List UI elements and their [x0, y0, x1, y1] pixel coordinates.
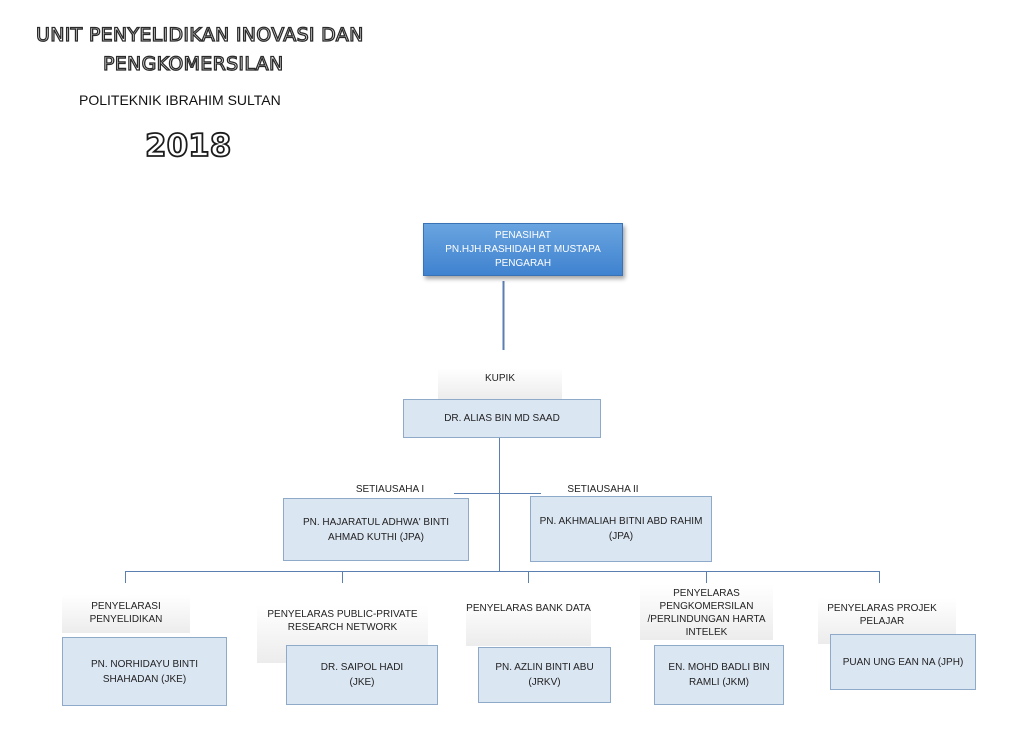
- coordinator-2-name-line1: DR. SAIPOL HADI: [320, 662, 404, 673]
- coordinator-5-name-line1: PUAN UNG EAN NA (JPH): [842, 656, 964, 668]
- head-node: DR. ALIAS BIN MD SAAD: [403, 399, 601, 438]
- coordinator-3-name-line2: (JRKV): [528, 677, 561, 688]
- secretary-1-name: PN. HAJARATUL ADHWA' BINTI AHMAD KUTHI (…: [302, 516, 449, 543]
- coordinator-3-shade: [466, 600, 591, 646]
- title-line-1: UNIT PENYELIDIKAN INOVASI DAN: [35, 23, 364, 46]
- advisor-title: PENGARAH: [494, 257, 552, 269]
- coordinator-1-name-line2: SHAHADAN (JKE): [102, 673, 187, 685]
- title-line-2: PENGKOMERSILAN: [102, 52, 284, 75]
- coordinator-1-shade: [62, 595, 190, 633]
- head-role: KUPIK: [484, 373, 515, 384]
- coordinator-4-name-line1: EN. MOHD BADLI BIN: [668, 662, 770, 673]
- secretary-2-role: SETIAUSAHA II: [567, 484, 639, 495]
- head-label-shade: [438, 368, 562, 400]
- coordinator-2-role: PENYELARAS PUBLIC-PRIVATE RESEARCH NETWO…: [267, 609, 418, 633]
- coordinator-2-name-line2: (JKE): [349, 677, 375, 688]
- coordinator-3-node: PN. AZLIN BINTI ABU (JRKV): [478, 647, 611, 703]
- secretary-1-role: SETIAUSAHA I: [355, 484, 425, 495]
- coordinator-3-role: PENYELARAS BANK DATA: [466, 603, 591, 614]
- secretary-1-node: PN. HAJARATUL ADHWA' BINTI AHMAD KUTHI (…: [283, 498, 469, 561]
- coordinator-1-name-line1: PN. NORHIDAYU BINTI: [90, 658, 199, 670]
- year-label: 2018: [144, 127, 232, 165]
- head-name: DR. ALIAS BIN MD SAAD: [444, 413, 560, 424]
- coordinator-1-node: PN. NORHIDAYU BINTI SHAHADAN (JKE): [62, 637, 227, 706]
- coordinator-4-node: EN. MOHD BADLI BIN RAMLI (JKM): [654, 645, 784, 705]
- coordinator-1-role: PENYELARASI PENYELIDIKAN: [89, 601, 163, 625]
- institution-name: POLITEKNIK IBRAHIM SULTAN: [79, 92, 281, 108]
- secretary-2-node: PN. AKHMALIAH BITNI ABD RAHIM (JPA): [530, 496, 712, 562]
- advisor-node: PENASIHAT PN.HJH.RASHIDAH BT MUSTAPA PEN…: [423, 223, 623, 276]
- coordinator-4-role: PENYELARAS PENGKOMERSILAN /PERLINDUNGAN …: [647, 588, 766, 638]
- coordinator-2-node: DR. SAIPOL HADI (JKE): [286, 645, 438, 705]
- advisor-role: PENASIHAT: [495, 229, 551, 241]
- coordinator-3-name-line1: PN. AZLIN BINTI ABU: [495, 662, 594, 673]
- coordinator-4-shade: [640, 584, 773, 640]
- advisor-name: PN.HJH.RASHIDAH BT MUSTAPA: [445, 243, 601, 255]
- coordinator-4-name-line2: RAMLI (JKM): [688, 677, 749, 688]
- coordinator-5-node: PUAN UNG EAN NA (JPH): [830, 634, 976, 690]
- secretary-2-name: PN. AKHMALIAH BITNI ABD RAHIM (JPA): [539, 516, 703, 542]
- coordinator-5-role: PENYELARAS PROJEK PELAJAR: [827, 603, 937, 627]
